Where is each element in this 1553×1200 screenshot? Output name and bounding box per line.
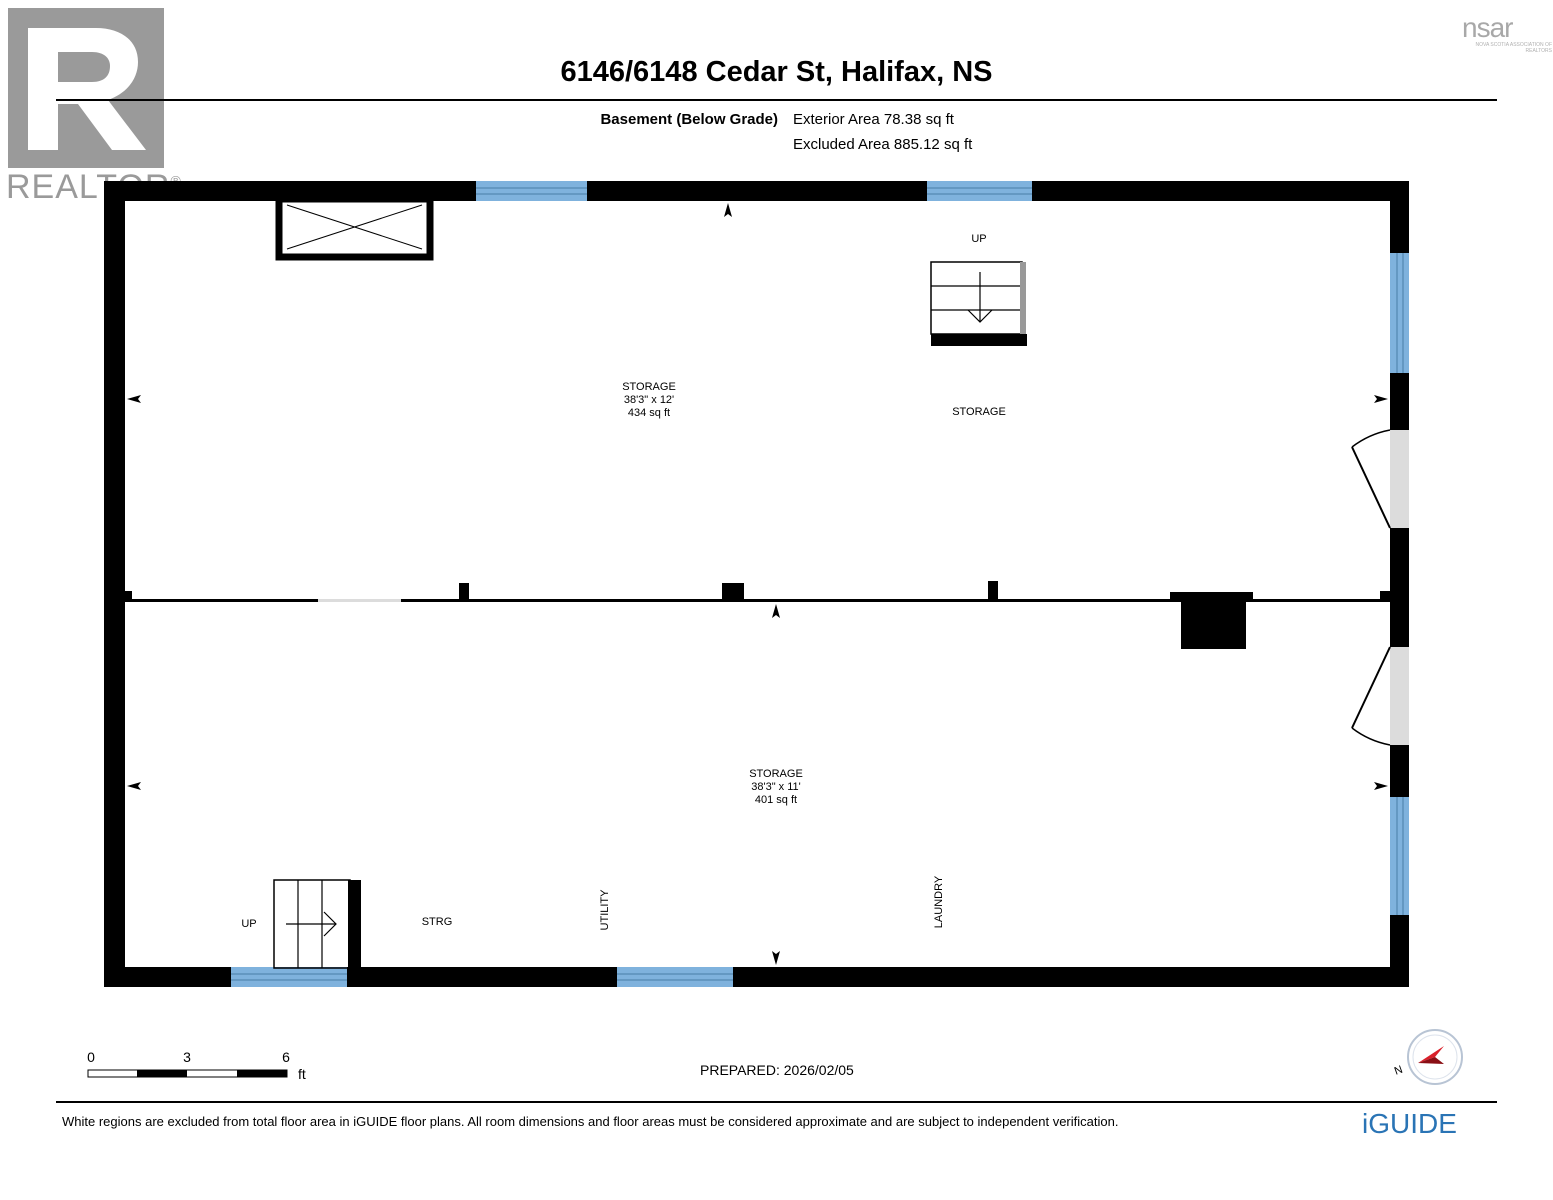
page-title: 6146/6148 Cedar St, Halifax, NS: [560, 56, 993, 88]
window-right-lower: [1390, 797, 1409, 915]
interior-wall: [122, 581, 1392, 649]
marker-bottom: [772, 951, 780, 965]
scale-tick-6: 6: [282, 1049, 290, 1065]
scale-unit: ft: [298, 1066, 306, 1082]
iguide-logo-text: iGUIDE: [1362, 1108, 1457, 1139]
excluded-area: Excluded Area 885.12 sq ft: [793, 136, 973, 153]
realtor-registered-mark: ®: [170, 172, 182, 189]
upper-storage-area: 434 sq ft: [628, 407, 670, 419]
upper-stairs-label: UP: [971, 233, 986, 245]
window-bottom-left: [231, 967, 347, 987]
footer-divider: [56, 1101, 1497, 1103]
utility-name: UTILITY: [599, 889, 611, 931]
compass-icon: N: [1393, 1029, 1463, 1085]
marker-right-lower: [1374, 782, 1388, 790]
compass-north-label: N: [1393, 1064, 1405, 1078]
marker-left-lower: [127, 782, 141, 790]
disclaimer-text: White regions are excluded from total fl…: [62, 1114, 1119, 1129]
scale-tick-0: 0: [87, 1049, 95, 1065]
window-top-right: [927, 181, 1032, 201]
floor-name: Basement (Below Grade): [600, 111, 778, 128]
marker-left-upper: [127, 395, 141, 403]
upper-storage-name: STORAGE: [622, 381, 676, 393]
marker-top: [724, 203, 732, 217]
upper-stairs: [930, 261, 1027, 346]
nsar-logo: nsar: [1462, 12, 1513, 43]
iguide-logo: iGUIDE: [1362, 1108, 1457, 1140]
lower-stairs-label: UP: [241, 918, 256, 930]
door-right-upper: [1351, 429, 1409, 529]
lower-storage-area: 401 sq ft: [755, 794, 797, 806]
laundry-name: LAUNDRY: [933, 875, 945, 928]
window-top-left: [476, 181, 587, 201]
scale-bar: 0 3 6 ft: [87, 1049, 306, 1082]
window-bottom-mid: [617, 967, 733, 987]
door-right-lower: [1351, 646, 1409, 746]
dimension-markers: [127, 203, 1388, 965]
scale-tick-3: 3: [183, 1049, 191, 1065]
lower-stairs: [273, 879, 361, 969]
windows: [231, 181, 1409, 987]
marker-right-upper: [1374, 395, 1388, 403]
title-divider: [56, 99, 1497, 101]
marker-mid: [772, 604, 780, 618]
strg-name: STRG: [422, 916, 453, 928]
lower-storage-dims: 38'3" x 11': [751, 781, 801, 793]
window-right-upper: [1390, 253, 1409, 373]
exterior-area: Exterior Area 78.38 sq ft: [793, 111, 954, 128]
upper-storage-dims: 38'3" x 12': [624, 394, 674, 406]
realtor-logo-icon: [8, 8, 164, 168]
lower-storage-name: STORAGE: [749, 768, 803, 780]
exterior-walls: [104, 181, 1409, 987]
nsar-subtitle: NOVA SCOTIA ASSOCIATION OF REALTORS: [1475, 42, 1553, 54]
upper-storage-right-name: STORAGE: [952, 406, 1006, 418]
chimney-box: [275, 195, 434, 261]
prepared-date: PREPARED: 2026/02/05: [700, 1062, 854, 1078]
